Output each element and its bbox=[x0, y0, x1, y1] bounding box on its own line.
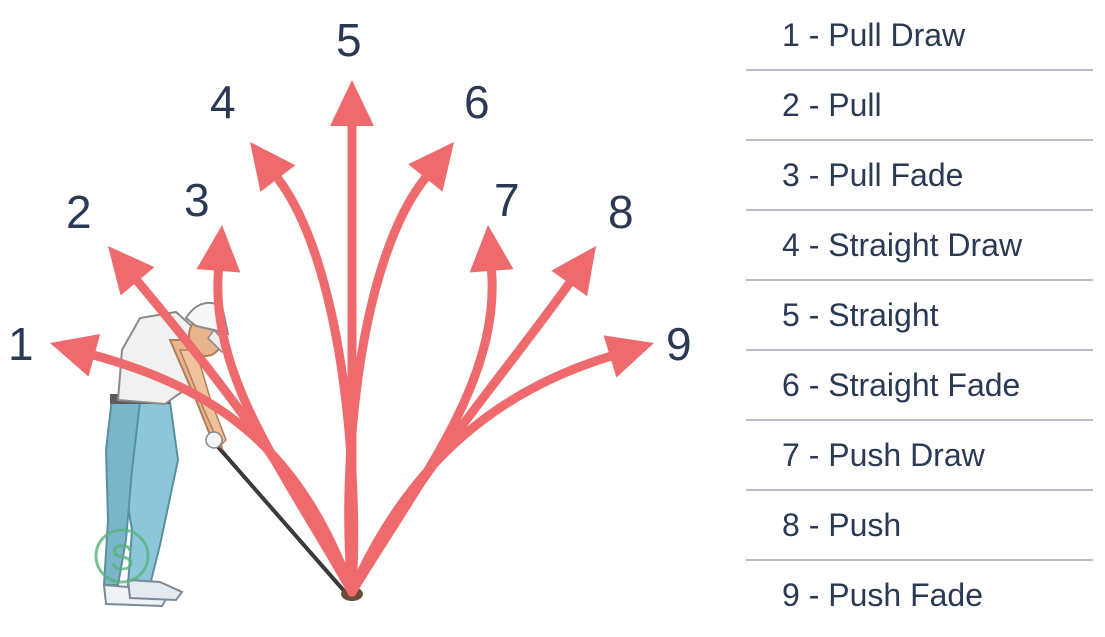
legend-item-label: 5 - Straight bbox=[782, 296, 939, 333]
legend-item-4: 4 - Straight Draw bbox=[746, 210, 1093, 280]
label-7: 7 bbox=[494, 174, 520, 226]
legend-item-2: 2 - Pull bbox=[746, 70, 1093, 140]
arrow-head-9 bbox=[603, 335, 654, 378]
arrow-head-1 bbox=[50, 334, 101, 377]
legend-item-8: 8 - Push bbox=[746, 490, 1093, 560]
legend-item-label: 2 - Pull bbox=[782, 86, 882, 123]
arrow-head-2 bbox=[108, 246, 155, 296]
legend-item-label: 6 - Straight Fade bbox=[782, 366, 1021, 403]
arrow-shaft-9 bbox=[347, 351, 615, 597]
legend-item-label: 4 - Straight Draw bbox=[782, 226, 1023, 263]
shot-shape-diagram: S 1 2 3 4 5 6 7 8 9 bbox=[8, 14, 692, 608]
label-3: 3 bbox=[184, 174, 210, 226]
legend-divider bbox=[746, 419, 1093, 421]
golfer-illustration-icon bbox=[102, 302, 363, 608]
s-circle-logo-icon: S bbox=[94, 528, 150, 584]
legend-divider bbox=[746, 69, 1093, 71]
legend-item-label: 1 - Pull Draw bbox=[782, 16, 966, 53]
arrow-shaft-6 bbox=[344, 173, 430, 597]
legend-divider bbox=[746, 209, 1093, 211]
label-9: 9 bbox=[666, 318, 692, 370]
label-6: 6 bbox=[464, 76, 490, 128]
legend-divider bbox=[746, 489, 1093, 491]
legend-item-6: 6 - Straight Fade bbox=[746, 350, 1093, 420]
arrow-head-5 bbox=[330, 80, 374, 126]
legend-divider bbox=[746, 139, 1093, 141]
legend-item-9: 9 - Push Fade bbox=[746, 560, 1093, 630]
legend-divider bbox=[746, 559, 1093, 561]
legend-item-5: 5 - Straight bbox=[746, 280, 1093, 350]
legend-item-1: 1 - Pull Draw bbox=[746, 0, 1093, 70]
arrow-shaft-1 bbox=[89, 350, 357, 597]
arrow-head-7 bbox=[469, 225, 514, 273]
arrow-group bbox=[50, 80, 654, 597]
arrow-head-8 bbox=[551, 246, 596, 297]
legend-item-label: 7 - Push Draw bbox=[782, 436, 985, 473]
legend-item-3: 3 - Pull Fade bbox=[746, 140, 1093, 210]
arrow-head-6 bbox=[408, 142, 454, 192]
label-1: 1 bbox=[8, 318, 34, 370]
arrow-head-4 bbox=[250, 142, 296, 192]
label-2: 2 bbox=[66, 186, 92, 238]
legend-item-label: 9 - Push Fade bbox=[782, 576, 983, 613]
label-4: 4 bbox=[210, 76, 236, 128]
shot-legend: 1 - Pull Draw 2 - Pull 3 - Pull Fade 4 -… bbox=[746, 0, 1093, 630]
arrow-head-3 bbox=[196, 225, 241, 273]
label-5: 5 bbox=[336, 14, 362, 66]
legend-divider bbox=[746, 349, 1093, 351]
legend-item-7: 7 - Push Draw bbox=[746, 420, 1093, 490]
legend-item-label: 8 - Push bbox=[782, 506, 902, 543]
legend-item-label: 3 - Pull Fade bbox=[782, 156, 964, 193]
arrow-shaft-3 bbox=[213, 266, 357, 597]
label-8: 8 bbox=[608, 186, 634, 238]
svg-text:S: S bbox=[110, 537, 134, 578]
legend-divider bbox=[746, 279, 1093, 281]
